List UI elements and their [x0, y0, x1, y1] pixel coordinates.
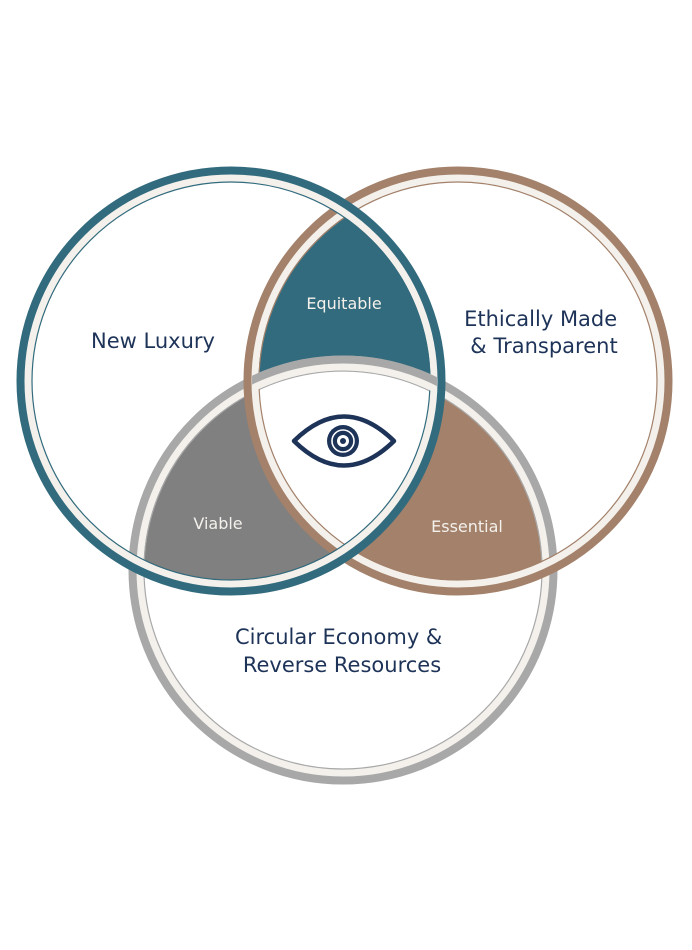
eye-icon [291, 414, 397, 468]
label-viable: Viable [193, 514, 242, 533]
label-ethically-made: Ethically Made & Transparent [464, 307, 624, 358]
label-circular-economy: Circular Economy & Reverse Resources [235, 625, 449, 677]
label-equitable: Equitable [306, 294, 381, 313]
label-essential: Essential [431, 517, 503, 536]
label-new-luxury: New Luxury [91, 329, 215, 353]
